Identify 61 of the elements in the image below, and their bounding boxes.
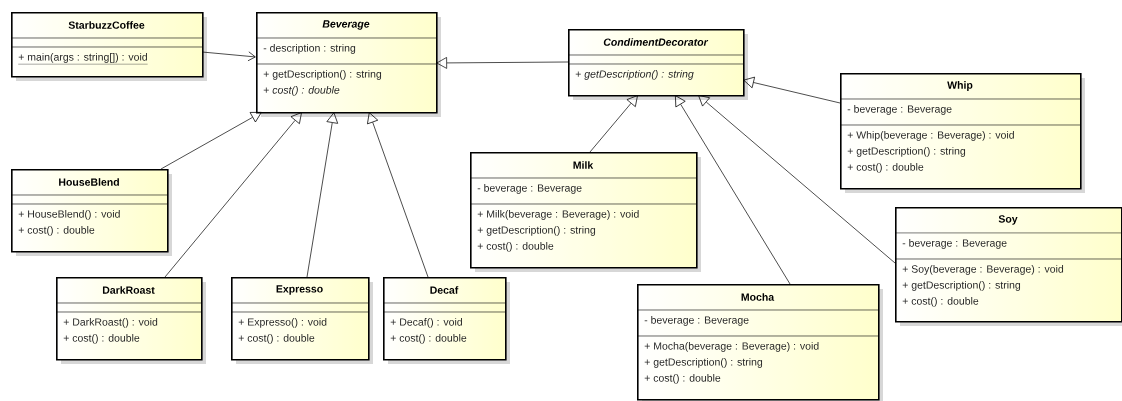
method-text: + cost() : double: [477, 242, 554, 252]
method-text: + cost() : double: [390, 334, 467, 344]
method-text: + getDescription() : string: [575, 70, 694, 80]
generalization-arrow: [698, 95, 896, 264]
method-text: + HouseBlend() : void: [18, 210, 120, 220]
class-name: Beverage: [322, 20, 370, 30]
class-name: Mocha: [741, 293, 775, 301]
class-name: CondimentDecorator: [603, 38, 709, 46]
method-text: + cost() : double: [18, 226, 95, 236]
class-box: [636, 284, 883, 401]
class-name: Decaf: [430, 286, 459, 294]
method-text: + getDescription() : string: [902, 281, 1021, 291]
method-text: + Soy(beverage : Beverage) : void: [902, 265, 1064, 275]
method-text: + Whip(beverage : Beverage) : void: [847, 131, 1014, 141]
method-text: + cost() : double: [644, 374, 721, 384]
method-text: + getDescription() : string: [477, 226, 596, 236]
attribute-text: - beverage : Beverage: [902, 239, 1007, 249]
generalization-arrow: [367, 112, 429, 278]
class-box: [382, 277, 510, 364]
method-text: + getDescription() : string: [847, 147, 966, 157]
class-box: [567, 29, 748, 100]
class-name: Soy: [998, 215, 1018, 225]
method-text: + Expresso() : void: [238, 318, 327, 328]
class-box: [10, 169, 172, 256]
method-text: + main(args : string[]) : void: [18, 53, 148, 65]
method-text: + cost() : double: [263, 86, 340, 96]
class-name: HouseBlend: [59, 178, 119, 186]
class-box: [894, 207, 1122, 326]
attribute-text: - beverage : Beverage: [847, 105, 952, 115]
generalization-arrow: [306, 112, 339, 278]
attribute-text: - description : string: [263, 44, 356, 54]
attribute-text: - beverage : Beverage: [644, 316, 749, 326]
class-box: [230, 277, 373, 364]
class-name: Milk: [573, 161, 594, 169]
class-name: Whip: [947, 81, 973, 91]
class-box: [55, 277, 206, 364]
method-text: + cost() : double: [238, 334, 315, 344]
method-text: + getDescription() : string: [263, 70, 382, 80]
method-text: + Milk(beverage : Beverage) : void: [477, 210, 639, 220]
generalization-arrow: [589, 95, 638, 153]
method-text: + Mocha(beverage : Beverage) : void: [644, 342, 819, 352]
class-box: [10, 12, 207, 81]
generalization-arrow: [436, 57, 569, 69]
generalization-arrow: [164, 112, 302, 278]
attribute-text: - beverage : Beverage: [477, 184, 582, 194]
method-text: + getDescription() : string: [644, 358, 763, 368]
class-box: [255, 12, 441, 117]
method-text: + DarkRoast() : void: [63, 318, 158, 328]
class-box: [469, 152, 701, 272]
dependency-arrow: [201, 51, 256, 62]
generalization-arrow: [743, 76, 841, 104]
generalization-arrow: [675, 95, 791, 285]
method-text: + cost() : double: [902, 297, 979, 307]
method-text: + cost() : double: [63, 334, 140, 344]
method-text: + cost() : double: [847, 163, 924, 173]
class-name: DarkRoast: [102, 286, 155, 294]
class-box: [839, 73, 1085, 193]
class-name: StarbuzzCoffee: [68, 21, 145, 29]
class-name: Expresso: [276, 285, 323, 295]
method-text: + Decaf() : void: [390, 318, 462, 328]
generalization-arrow: [160, 112, 262, 170]
